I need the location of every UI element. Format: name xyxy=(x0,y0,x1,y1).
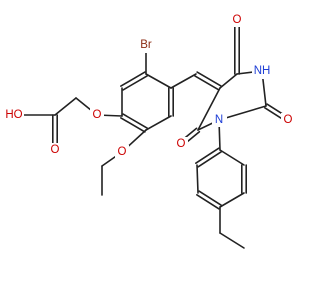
bond-lines xyxy=(13,19,290,249)
molecule-structure: Br HO O O O O O O xyxy=(4,13,295,249)
atom-label-ether-oxygen-ethoxy: O xyxy=(118,146,127,158)
bond-line xyxy=(198,190,222,206)
atom-label-bromine: Br xyxy=(140,39,152,51)
bond-line xyxy=(120,117,146,133)
bond-line xyxy=(197,87,221,131)
bond-line xyxy=(219,73,238,89)
bond-line xyxy=(194,147,220,164)
bond-line xyxy=(145,73,172,89)
bond-line xyxy=(170,73,197,89)
atom-label-carbonyl-oxygen-acid: O xyxy=(51,144,60,156)
bond-line xyxy=(219,192,245,208)
atom-carbonyl-oxygen-acid: O xyxy=(48,143,62,157)
bond-line xyxy=(54,97,77,116)
bond-line xyxy=(196,71,222,87)
bond-line xyxy=(122,75,148,91)
atom-ether-oxygen-ethoxy: O xyxy=(115,145,129,159)
bond-line xyxy=(196,194,220,210)
atom-carbonyl-oxygen-bottom: O xyxy=(174,137,188,151)
atom-label-carboxyl-oh: HO xyxy=(5,109,22,121)
atom-label-carbonyl-oxygen-right: O xyxy=(284,114,293,126)
bond-line xyxy=(145,115,172,131)
atom-bromine: Br xyxy=(136,38,156,53)
atom-carbonyl-oxygen-right: O xyxy=(281,113,295,127)
atom-label-carbonyl-oxygen-bottom: O xyxy=(177,138,186,150)
bond-line xyxy=(196,164,199,194)
atom-imide-nh: NH xyxy=(252,64,273,79)
bond-line xyxy=(197,151,223,168)
atom-label-ring-nitrogen: N xyxy=(215,114,223,126)
atom-ring-nitrogen: N xyxy=(212,113,227,127)
atom-carbonyl-oxygen-top: O xyxy=(230,13,244,27)
atom-ether-oxygen-acid: O xyxy=(90,108,104,122)
atom-labels: Br HO O O O O O O xyxy=(4,13,295,159)
bond-line xyxy=(194,75,220,91)
atom-label-carbonyl-oxygen-top: O xyxy=(233,14,242,26)
bond-line xyxy=(120,71,146,87)
bond-line xyxy=(122,113,148,129)
bond-line xyxy=(219,149,245,166)
atom-label-ether-oxygen-acid: O xyxy=(93,109,102,121)
atom-label-imide-nh: NH xyxy=(254,65,271,77)
bond-line xyxy=(219,232,245,249)
atom-carboxyl-oh: HO xyxy=(4,107,24,122)
